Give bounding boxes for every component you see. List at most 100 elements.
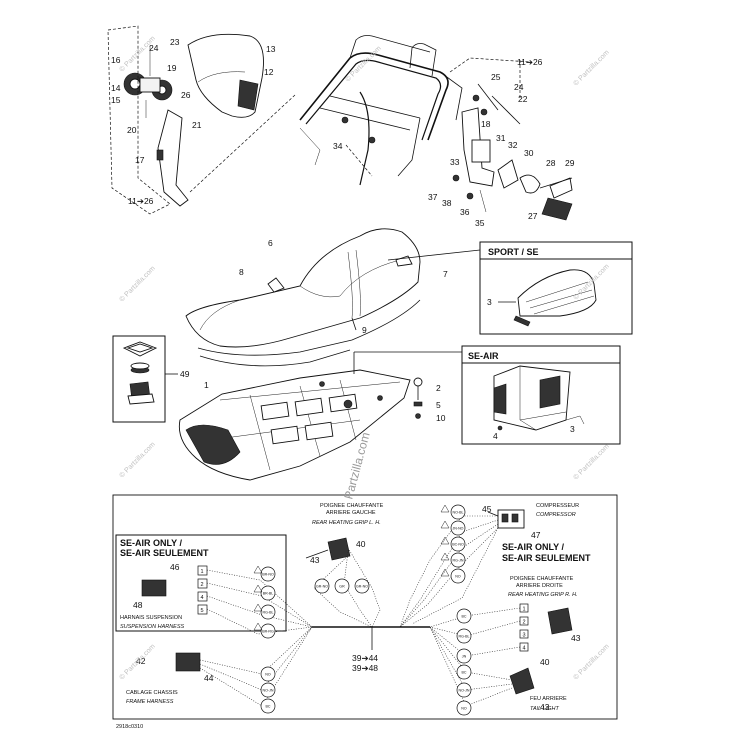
wire-code-circle [260,698,276,714]
callout: 25 [491,72,501,82]
wire-code-circle [260,666,276,682]
callout-labels: 1 2 3 3 4 5 6 7 8 9 10 11➔26 11➔26 12 13… [111,37,581,712]
se-air-heading: SE-AIR [468,351,499,361]
wire-code-label: NO [455,575,461,579]
luggage-rack [299,35,463,186]
rear-grip-right-fr: POIGNEE CHAUFFANTE [510,576,574,582]
wire-code-circle [456,608,472,624]
sport-se-heading: SPORT / SE [488,247,539,257]
callout: 26 [181,90,191,100]
callout: 43 [310,555,320,565]
callout: 24 [149,43,159,53]
callout: 3 [487,297,492,307]
watermark-faint: © Partzilla.com [344,44,383,83]
callout: 5 [436,400,441,410]
callout: 17 [135,155,145,165]
watermark-faint: © Partzilla.com [572,48,611,87]
wire-code-circle [450,552,466,568]
callout: 19 [167,63,177,73]
watermark-faint: © Partzilla.com [118,642,157,681]
callout: 48 [133,600,143,610]
right-grip-connector [547,607,573,635]
warning-icon [440,552,450,561]
callout: 49 [180,369,190,379]
pin-number: 5 [201,608,204,614]
callout: 10 [436,413,446,423]
callout: 43 [540,702,550,712]
callout: 38 [442,198,452,208]
wire-code-label: NO-BL [453,511,464,515]
wire-code-label: NO [265,673,271,677]
callout: 43 [571,633,581,643]
wire-code-circle [314,578,330,594]
callout: 4 [493,431,498,441]
frame-en: FRAME HARNESS [126,699,174,705]
wire-code-label: NO-JN [459,689,470,693]
callout: 31 [496,133,506,143]
suspension-connector [141,579,167,597]
box-headings: SPORT / SE SE-AIR SE-AIR ONLY / SE-AIR S… [120,247,591,563]
pin-number: 1 [523,607,526,613]
seat-badge [267,277,285,293]
callout: 2 [436,383,441,393]
rear-grip-left-fr-2: ARRIERE GAUCHE [326,510,376,516]
warning-icon [253,603,263,612]
right-bracket-assembly [449,57,573,221]
callout: 40 [540,657,550,667]
callout: 6 [268,238,273,248]
backrest-assembly [107,25,296,215]
wire-code-label: JN [462,655,467,659]
wire-code-circle [260,604,276,620]
watermark-faint: © Partzilla.com [118,34,157,73]
callout: 44 [204,673,214,683]
callout: 37 [428,192,438,202]
watermark-faint: © Partzilla.com [572,642,611,681]
drawing-code: 2918c0310 [116,724,143,730]
wire-code-label: RG-BL [263,611,274,615]
callout: 8 [239,267,244,277]
pin-number: 4 [201,595,204,601]
wiring-diagram [112,494,618,720]
wire-code-circle [260,585,276,601]
callout: 34 [333,141,343,151]
callout: 33 [450,157,460,167]
callout: 24 [514,82,524,92]
wire-code-label: BC-NO [452,543,464,547]
callout: 12 [264,67,274,77]
wire-code-label: BR-NO [262,573,274,577]
wire-code-circle [354,578,370,594]
warning-icon [440,536,450,545]
wire-code-circle [456,682,472,698]
backrest-insert [237,79,259,111]
wire-code-label: JN-NO [453,527,464,531]
wire-code-circle [450,504,466,520]
wire-code-label: RG-BL [459,635,470,639]
wire-code-label: BC [462,615,467,619]
wire-code-label: BR-BL [263,592,274,596]
pin-numbers: 1 2 4 5 1 2 3 4 [201,569,526,652]
callout: 16 [111,55,121,65]
callout: 36 [460,207,470,217]
pin-number: 2 [523,620,526,626]
valve-kit-box [112,335,178,423]
se-air-only-left-heading: SE-AIR ONLY / [120,538,183,548]
pin-number: 3 [523,633,526,639]
seat-base-pan [178,369,423,481]
callout: 35 [475,218,485,228]
callout: 11➔26 [128,196,154,206]
frame-fr: CABLAGE CHASSIS [126,690,178,696]
wire-code-label: GR-NO [316,585,328,589]
callout: 47 [531,530,541,540]
callout: 13 [266,44,276,54]
callout: 45 [482,504,492,514]
warning-triangles [253,504,450,631]
watermark-faint: © Partzilla.com [118,264,157,303]
compressor-fr: COMPRESSEUR [536,503,579,509]
compressor-en: COMPRESSOR [536,512,576,518]
seat-tag [395,255,413,267]
callout: 21 [192,120,202,130]
wire-code-circle [450,568,466,584]
callout: 29 [565,158,575,168]
key [541,197,573,221]
